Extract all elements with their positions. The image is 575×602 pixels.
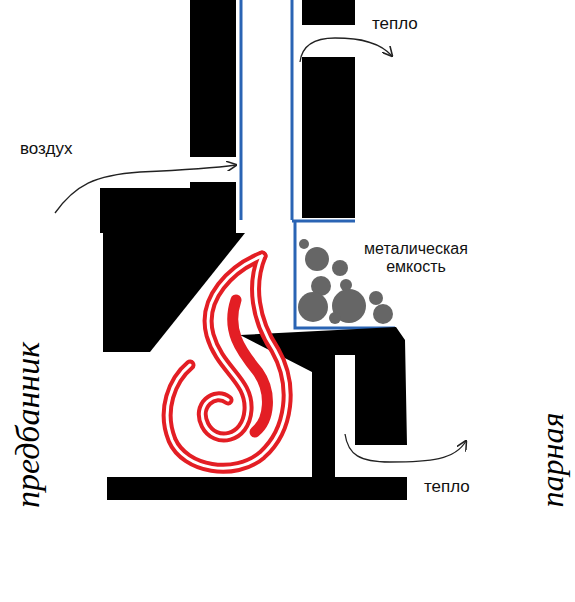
room-label: предбанник: [10, 342, 46, 508]
firebox: [100, 188, 407, 500]
flame: [167, 256, 287, 468]
heat-label: тепло: [372, 15, 418, 33]
room-label: парная: [535, 413, 569, 508]
chimney-liner: [241, 0, 395, 328]
container-label: металическая емкость: [352, 240, 480, 276]
chimney-walls: [190, 0, 355, 218]
air-label: воздух: [20, 140, 72, 158]
heat-label: тепло: [424, 478, 470, 496]
